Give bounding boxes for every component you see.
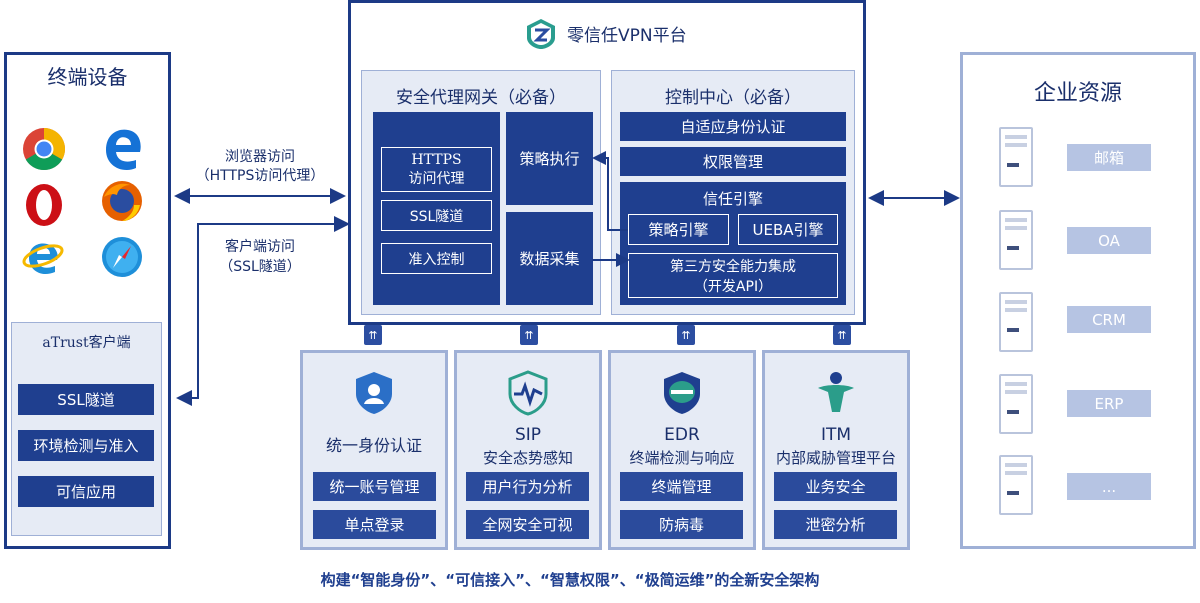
enterprise-title: 企业资源 — [1033, 81, 1122, 106]
https-proxy-line2: 访问代理 — [408, 170, 465, 187]
client-item-trusted-app[interactable]: 可信应用 — [18, 476, 154, 507]
terminal-title: 终端设备 — [47, 64, 128, 89]
third-party-line2: （开发API） — [693, 278, 773, 295]
opera-icon — [24, 183, 64, 227]
chrome-icon — [22, 127, 66, 171]
resource-more[interactable]: ... — [1067, 473, 1151, 500]
admission-control-box: 准入控制 — [381, 243, 492, 274]
access-arrows — [174, 188, 350, 406]
service-itm-title: ITM — [820, 425, 852, 445]
ssl-tunnel-box: SSL隧道 — [381, 200, 492, 231]
policy-exec-box: 策略执行 — [506, 112, 593, 205]
client-access-sublabel: （SSL隧道） — [219, 259, 301, 275]
https-proxy-box: HTTPS 访问代理 — [381, 147, 492, 192]
shield-user-icon — [352, 370, 396, 416]
client-item-env-check[interactable]: 环境检测与准入 — [18, 430, 154, 461]
service-edr-btn-antivirus[interactable]: 防病毒 — [620, 510, 743, 539]
resource-mail[interactable]: 邮箱 — [1067, 144, 1151, 171]
edge-icon — [100, 124, 144, 172]
server-icon — [999, 374, 1033, 434]
vpn-logo-icon — [525, 18, 557, 50]
service-edr-title: EDR — [664, 425, 700, 445]
sip-pulse-icon — [506, 370, 550, 416]
ueba-engine-box: UEBA引擎 — [738, 214, 838, 245]
resource-crm[interactable]: CRM — [1067, 306, 1151, 333]
service-itm-btn-leak[interactable]: 泄密分析 — [774, 510, 897, 539]
service-sip-title: SIP — [514, 425, 542, 445]
client-access-label: 客户端访问 — [225, 239, 295, 255]
policy-engine-box: 策略引擎 — [628, 214, 729, 245]
browser-access-label: 浏览器访问 — [225, 149, 295, 165]
data-collect-box: 数据采集 — [506, 212, 593, 305]
service-identity-btn-account[interactable]: 统一账号管理 — [313, 472, 436, 501]
third-party-box: 第三方安全能力集成 （开发API） — [628, 253, 838, 298]
gateway-access-block — [373, 112, 500, 305]
service-itm-subtitle: 内部威胁管理平台 — [775, 448, 896, 467]
footer-caption: 构建“智能身份”、“可信接入”、“智慧权限”、“极简运维”的全新安全架构 — [320, 570, 820, 589]
firefox-icon — [100, 179, 144, 223]
third-party-line1: 第三方安全能力集成 — [670, 258, 796, 275]
service-edr-subtitle: 终端检测与响应 — [629, 448, 735, 467]
service-edr-btn-terminal[interactable]: 终端管理 — [620, 472, 743, 501]
enterprise-arrow — [868, 190, 960, 206]
server-icon — [999, 210, 1033, 270]
usb-connector-icon: ⇈ — [520, 325, 538, 345]
server-icon — [999, 292, 1033, 352]
server-icon — [999, 455, 1033, 515]
gateway-title: 安全代理网关（必备） — [396, 87, 566, 108]
edr-shield-icon — [660, 370, 704, 416]
resource-erp[interactable]: ERP — [1067, 390, 1151, 417]
adaptive-auth-box: 自适应身份认证 — [620, 112, 846, 141]
internal-arrows — [592, 151, 630, 267]
itm-figure-icon — [814, 370, 858, 416]
usb-connector-icon: ⇈ — [364, 325, 382, 345]
atrust-client-title: aTrust客户端 — [42, 335, 131, 351]
service-identity-title: 统一身份认证 — [325, 436, 422, 455]
https-proxy-line1: HTTPS — [411, 151, 462, 168]
ie-icon — [21, 236, 65, 276]
control-center-title: 控制中心（必备） — [665, 87, 801, 108]
resource-oa[interactable]: OA — [1067, 227, 1151, 254]
usb-connector-icon: ⇈ — [833, 325, 851, 345]
usb-connector-icon: ⇈ — [677, 325, 695, 345]
safari-icon — [101, 236, 143, 278]
browser-access-sublabel: （HTTPS访问代理） — [195, 168, 325, 184]
service-sip-btn-visual[interactable]: 全网安全可视 — [466, 510, 589, 539]
service-identity-btn-sso[interactable]: 单点登录 — [313, 510, 436, 539]
trust-engine-title: 信任引擎 — [702, 189, 763, 208]
client-item-ssl[interactable]: SSL隧道 — [18, 384, 154, 415]
service-sip-subtitle: 安全态势感知 — [482, 448, 573, 467]
trust-engine-block — [620, 182, 846, 305]
permission-box: 权限管理 — [620, 147, 846, 176]
service-sip-btn-behavior[interactable]: 用户行为分析 — [466, 472, 589, 501]
service-itm-btn-business[interactable]: 业务安全 — [774, 472, 897, 501]
vpn-platform-title: 零信任VPN平台 — [567, 26, 687, 46]
server-icon — [999, 127, 1033, 187]
